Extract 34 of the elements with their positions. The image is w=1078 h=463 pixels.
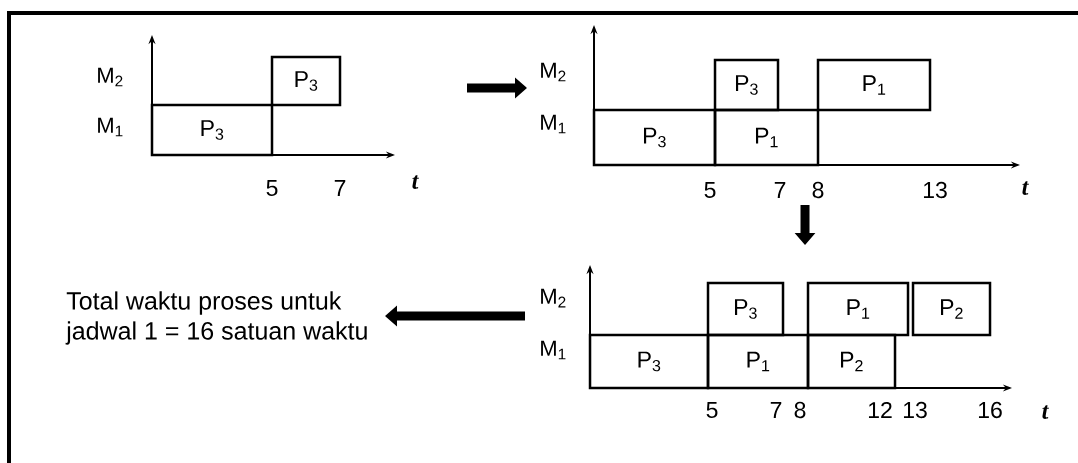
job-box: P$_{3}$ [592,108,717,167]
axis-label: t [1022,181,1029,195]
axis-label: t [1042,405,1049,419]
tick-label: 7 [770,402,782,418]
tick-label: 13 [924,181,947,199]
machine-label: M$_{2}$ [541,288,566,308]
tick-label: 7 [774,182,786,198]
job-box: P$_{2}$ [806,333,897,390]
tick-label: 5 [706,402,718,418]
tick-label: 5 [266,180,278,196]
job-box: P$_{1}$ [816,58,932,112]
job-box: P$_{1}$ [706,333,810,390]
job-box: P$_{1}$ [713,108,820,167]
machine-label: M$_{1}$ [98,117,123,137]
machine-label: M$_{1}$ [541,340,566,360]
result-text: Total waktu proses untuk jadwal 1 = 16 satuan waktu [65,291,367,345]
job-box: P$_{3}$ [588,333,710,390]
job-box: P$_{3}$ [150,103,274,157]
tick-label: 12 [869,401,892,419]
machine-label: M$_{2}$ [98,67,123,87]
tick-label: 7 [334,180,346,196]
machine-label: M$_{1}$ [541,114,566,134]
job-box: P$_{3}$ [713,58,780,112]
job-box: P$_{3}$ [270,55,342,107]
job-box: P$_{2}$ [911,281,992,337]
machine-label: M$_{2}$ [541,62,566,82]
tick-label: 8 [812,181,824,199]
job-box: P$_{1}$ [806,281,910,337]
tick-label: 13 [904,401,927,419]
tick-label: 16 [979,401,1002,419]
job-box: P$_{3}$ [706,281,785,337]
tick-label: 8 [794,401,806,419]
tick-label: 5 [704,182,716,198]
axis-label: t [412,175,419,189]
